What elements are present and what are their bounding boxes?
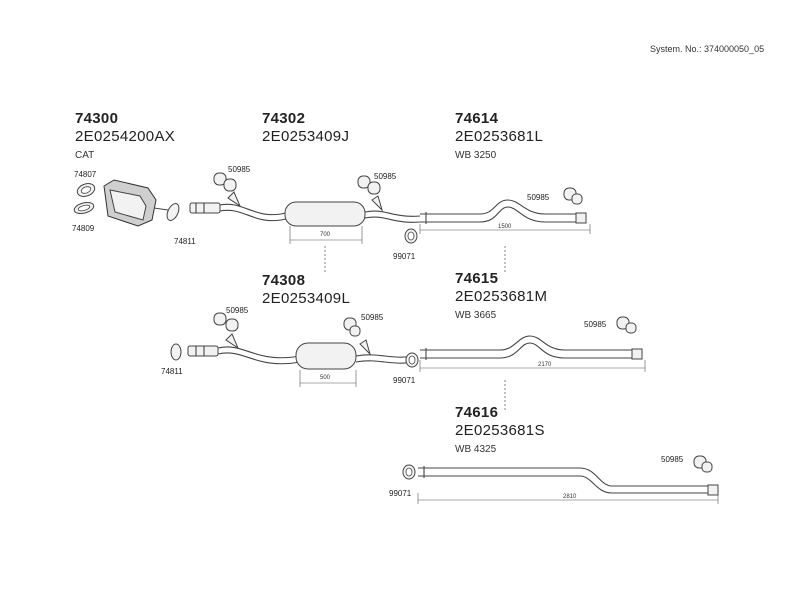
- part-subtitle-74300: CAT: [75, 150, 95, 161]
- gasket-74809-drawing: [73, 202, 95, 214]
- part-subtitle-74616: WB 4325: [455, 444, 497, 455]
- clamp-99071-c-drawing: [402, 464, 416, 480]
- dim-2170-line: [419, 360, 646, 372]
- front-pipe-74302-drawing: [189, 191, 421, 227]
- clamp-74807-drawing: [76, 183, 96, 197]
- part-code-74308: 2E0253409L: [262, 290, 351, 307]
- dimension-2170: 2170: [538, 362, 552, 368]
- part-number-74308: 74308: [262, 272, 306, 289]
- dim-500-line: [299, 370, 357, 387]
- part-code-74614: 2E0253681L: [455, 128, 544, 145]
- dim-700-line: [289, 226, 363, 244]
- callout-74811-b: 74811: [161, 367, 183, 376]
- dim-1500-line: [419, 224, 591, 234]
- dimension-1500: 1500: [498, 224, 512, 230]
- catalytic-converter-drawing: [103, 179, 169, 227]
- tail-pipe-74616-drawing: [418, 466, 719, 496]
- clamp-74811-drawing: [166, 203, 180, 221]
- dimension-2810: 2810: [563, 494, 577, 500]
- clamp-99071-a-drawing: [404, 228, 418, 244]
- callout-50985-g: 50985: [661, 455, 684, 464]
- clamp-99071-b-drawing: [405, 352, 419, 368]
- dimension-500: 500: [320, 375, 331, 381]
- part-code-74300: 2E0254200AX: [75, 128, 176, 145]
- part-number-74616: 74616: [455, 404, 499, 421]
- callout-74807: 74807: [74, 170, 97, 179]
- callout-99071-c: 99071: [389, 489, 412, 498]
- hanger-50985-d-drawing: [213, 312, 239, 332]
- front-pipe-74308-drawing: [187, 333, 416, 370]
- system-number: System. No.: 374000050_05: [650, 44, 765, 54]
- tail-pipe-74614-drawing: [420, 199, 587, 224]
- hanger-50985-e-drawing: [343, 317, 361, 337]
- part-code-74616: 2E0253681S: [455, 422, 545, 439]
- clamp-74811-b-drawing: [170, 343, 182, 361]
- callout-50985-e: 50985: [361, 313, 384, 322]
- part-code-74302: 2E0253409J: [262, 128, 350, 145]
- part-number-74302: 74302: [262, 110, 306, 127]
- callout-74811-a: 74811: [174, 237, 196, 246]
- part-number-74615: 74615: [455, 270, 499, 287]
- hanger-50985-g-drawing: [693, 455, 713, 473]
- part-number-74300: 74300: [75, 110, 119, 127]
- callout-50985-c: 50985: [527, 193, 550, 202]
- hanger-50985-b-drawing: [357, 175, 381, 195]
- dimension-700: 700: [320, 232, 331, 238]
- callout-50985-d: 50985: [226, 306, 249, 315]
- part-number-74614: 74614: [455, 110, 499, 127]
- callout-99071-b: 99071: [393, 376, 416, 385]
- callout-99071-a: 99071: [393, 252, 416, 261]
- dim-2810-line: [417, 493, 719, 504]
- tail-pipe-74615-drawing: [420, 335, 643, 360]
- hanger-50985-c-drawing: [563, 187, 583, 205]
- callout-50985-f: 50985: [584, 320, 607, 329]
- part-subtitle-74614: WB 3250: [455, 150, 497, 161]
- callout-74809: 74809: [72, 224, 95, 233]
- callout-50985-a: 50985: [228, 165, 251, 174]
- hanger-50985-a-drawing: [213, 172, 237, 192]
- callout-50985-b: 50985: [374, 172, 397, 181]
- hanger-50985-f-drawing: [616, 316, 637, 334]
- part-code-74615: 2E0253681M: [455, 288, 548, 305]
- part-subtitle-74615: WB 3665: [455, 310, 497, 321]
